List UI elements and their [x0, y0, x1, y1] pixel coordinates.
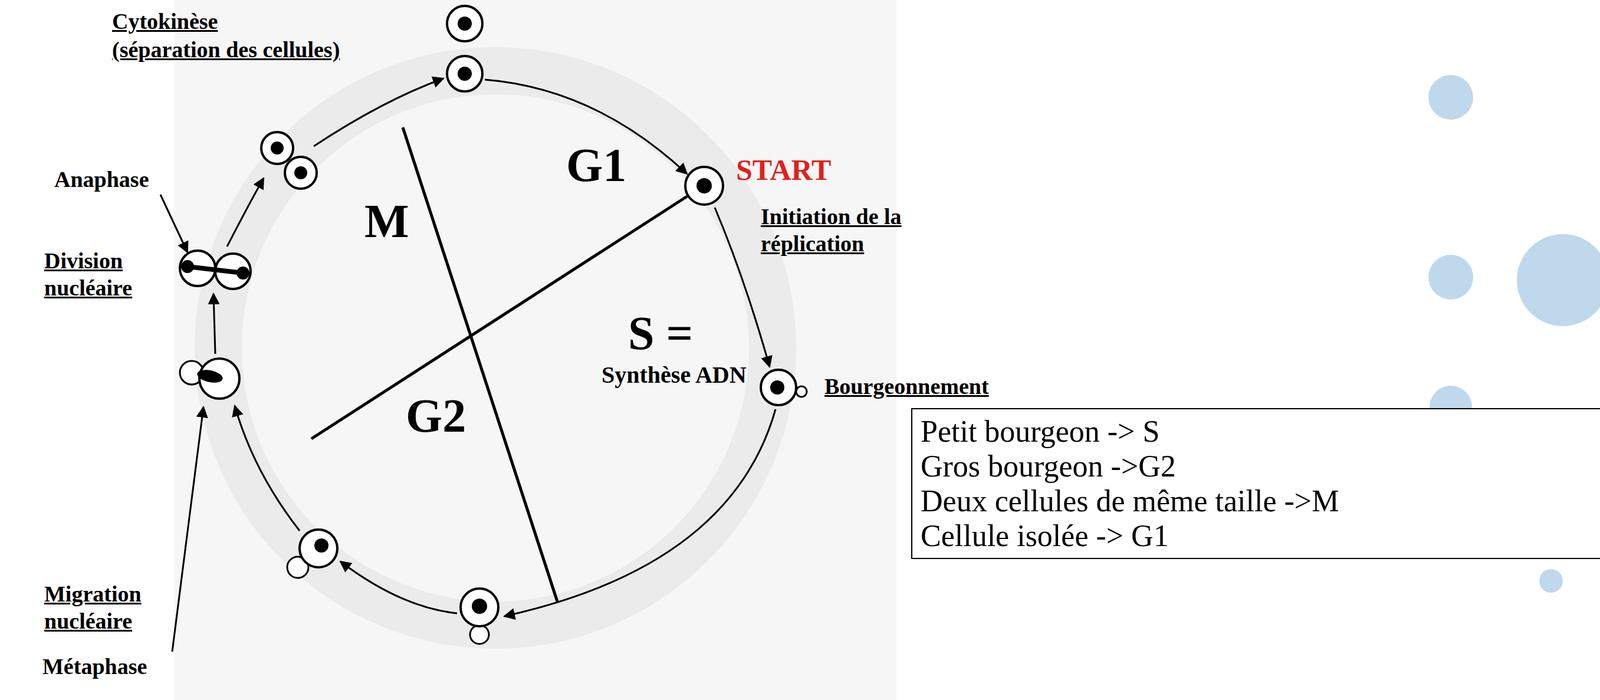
checkpoint-label: START: [736, 152, 831, 188]
stage-label: Métaphase: [42, 653, 147, 681]
yeast-cell: [460, 588, 499, 627]
yeast-cell: [447, 56, 483, 92]
legend-line: Deux cellules de même taille ->M: [920, 483, 1593, 519]
cycle-arrow: [313, 78, 444, 147]
phase-name: S =: [628, 309, 693, 357]
phase-event-label: Initiation de la réplication: [760, 203, 962, 258]
pointer-arrow: [172, 406, 204, 652]
phase-event-label: Bourgeonnement: [824, 373, 990, 401]
nucleus: [294, 166, 308, 180]
phase-name: G2: [405, 392, 466, 440]
decor-dot: [1428, 74, 1474, 120]
yeast-cell: [685, 166, 724, 205]
yeast-cell: [284, 156, 317, 189]
phase-name: G1: [566, 141, 627, 189]
legend-line: Gros bourgeon ->G2: [920, 448, 1593, 484]
phase-description: Synthèse ADN: [601, 360, 747, 390]
nucleus: [457, 16, 472, 31]
nucleus: [181, 260, 195, 274]
cycle-arrow: [504, 409, 776, 617]
scan-background: [173, 0, 897, 700]
decor-dot: [1428, 254, 1474, 300]
yeast-bud: [470, 625, 489, 645]
nucleus: [471, 598, 488, 614]
cycle-arrow: [340, 561, 458, 614]
phase-event-label: Division nucléaire: [44, 247, 163, 302]
pointer-arrow: [160, 194, 188, 253]
nucleus: [195, 368, 224, 386]
legend-line: Cellule isolée -> G1: [920, 518, 1593, 554]
yeast-cell: [299, 529, 338, 568]
nucleus: [314, 538, 329, 553]
legend-box: Petit bourgeon -> SGros bourgeon ->G2Deu…: [911, 408, 1600, 560]
nucleus: [770, 380, 785, 395]
nucleus: [187, 266, 243, 274]
nucleus: [236, 266, 250, 280]
yeast-cell: [261, 132, 294, 164]
phase-name: M: [364, 197, 410, 245]
nucleus: [270, 141, 284, 155]
nucleus: [696, 178, 712, 194]
cycle-arrow: [234, 405, 300, 531]
cycle-arrow: [227, 178, 264, 247]
yeast-bud: [796, 386, 807, 397]
decor-dot: [1516, 234, 1600, 327]
phase-event-label: Migration nucléaire: [44, 580, 169, 635]
stage-label: Anaphase: [54, 166, 150, 194]
decor-dot: [1539, 569, 1563, 593]
cycle-arrow: [213, 293, 216, 354]
yeast-cell: [760, 369, 797, 406]
cycle-ring: [218, 70, 773, 626]
phase-event-label: (séparation des cellules): [112, 36, 340, 64]
yeast-cell: [447, 5, 483, 42]
phase-event-label: Cytokinèse: [112, 8, 218, 36]
nucleus: [457, 66, 472, 81]
legend-line: Petit bourgeon -> S: [920, 414, 1593, 449]
